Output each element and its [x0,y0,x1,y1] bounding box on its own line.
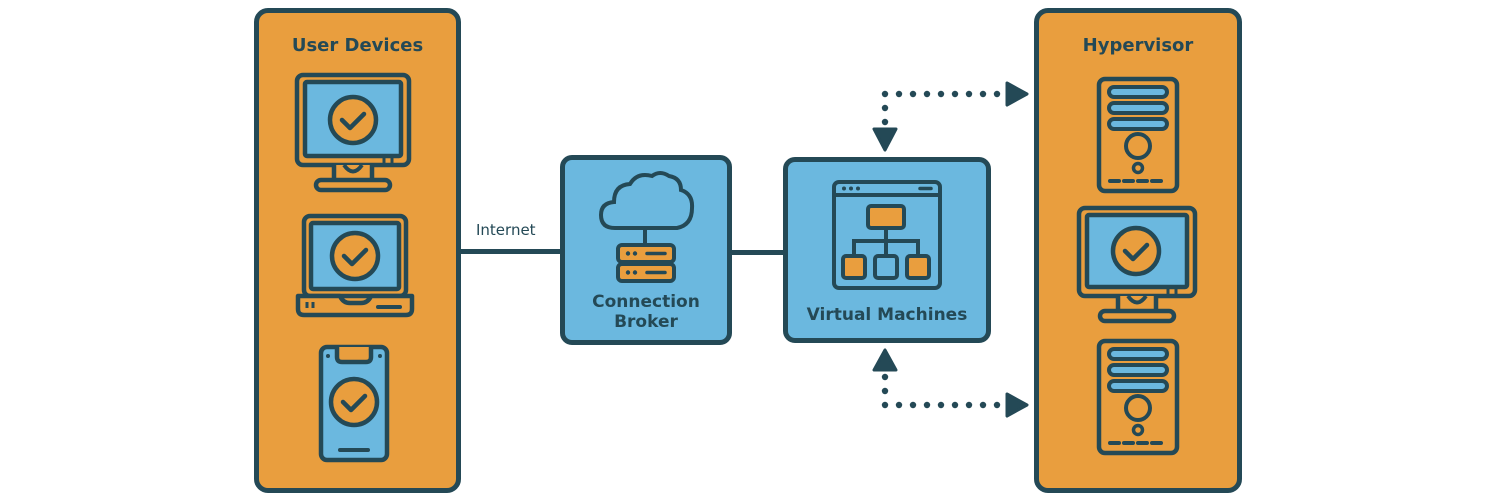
internet-connector-line [460,249,562,254]
bottom-dotted-arrow [872,348,1029,418]
connection-broker-label-2: Broker [614,312,678,332]
top-dotted-arrow [872,81,1029,152]
smartphone-icon [318,344,390,463]
cloud-server-icon [598,171,695,283]
laptop-icon [295,213,415,318]
arrow-down-icon [872,127,898,152]
hypervisor-title: Hypervisor [1082,35,1194,56]
desktop-monitor-icon [1076,205,1198,324]
user-devices-title: User Devices [291,35,424,56]
server-tower-icon [1096,76,1180,194]
arrow-right-icon [1005,81,1029,107]
internet-label: Internet [476,221,536,239]
arrow-right-icon [1005,392,1029,418]
dot [881,90,889,98]
broker-vm-connector-line [731,250,785,255]
browser-hierarchy-icon [832,180,942,290]
desktop-monitor-icon [294,72,412,193]
server-tower-icon [1096,338,1180,456]
connection-broker-label-1: Connection [592,292,700,312]
arrow-up-icon [872,348,898,372]
virtual-machines-label: Virtual Machines [806,305,968,325]
